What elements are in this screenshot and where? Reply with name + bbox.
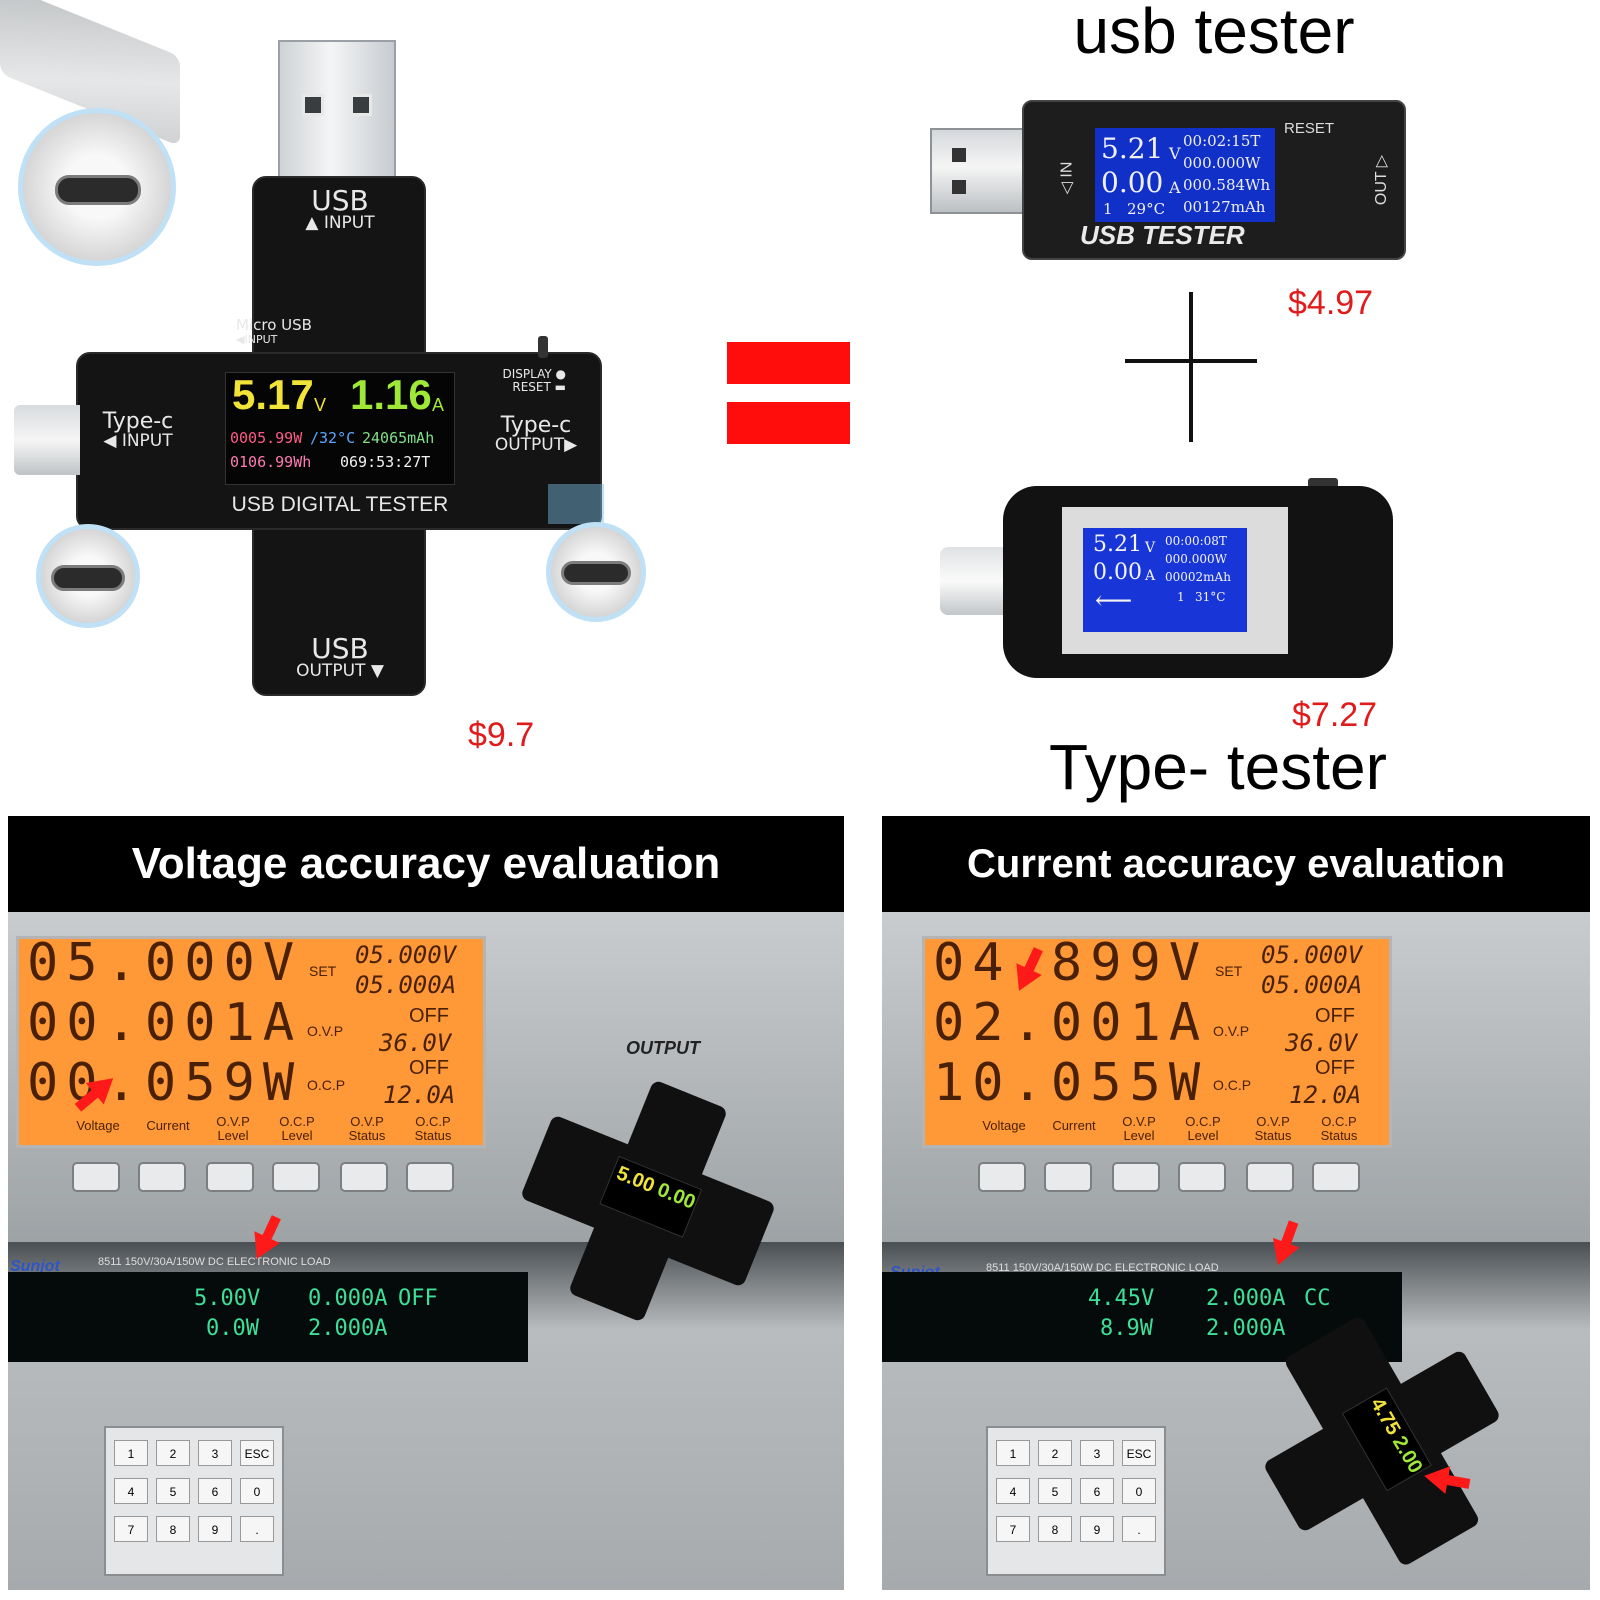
usb-a-plug	[278, 40, 396, 178]
ps-soft-key	[1112, 1162, 1160, 1192]
usb-tester-title: usb tester	[1073, 0, 1355, 67]
lcd-time: 069:53:27T	[340, 453, 431, 471]
type-c-tester-lcd: 5.21 V 0.00 A ⟵ 00:00:08T 000.000W 00002…	[1083, 528, 1247, 632]
current-evaluation-photo: Current accuracy evaluation 04.899V 02.0…	[882, 816, 1590, 1590]
voltage-evaluation-photo: Voltage accuracy evaluation 05.000V 00.0…	[8, 816, 844, 1590]
load-brand: Sunjot	[10, 1258, 60, 1275]
arrow-left-icon: ◁	[1058, 182, 1076, 195]
red-pointer-arrow-icon	[1421, 1462, 1451, 1494]
usb-tester-plug	[930, 128, 1026, 214]
usb-output-label: USB OUTPUT ▼	[296, 632, 384, 682]
load-model: 8511 150V/30A/150W DC ELECTRONIC LOAD	[986, 1262, 1219, 1274]
power-supply-lcd: 05.000V 00.001A 00.059W SET 05.000V 05.0…	[16, 933, 486, 1148]
usb-tester-brand: USB TESTER	[1080, 220, 1245, 250]
usb-tester-price: $4.97	[1288, 284, 1374, 322]
ps-soft-key	[1178, 1162, 1226, 1192]
ps-soft-key	[340, 1162, 388, 1192]
type-c-input-label: Type-c ◀ INPUT	[102, 409, 174, 452]
usb-tester-out-label: OUT ▷	[1373, 154, 1391, 206]
main-tester-price: $9.7	[468, 716, 535, 754]
arrow-left-icon: ◀	[236, 332, 245, 346]
lcd-current-unit: A	[432, 395, 445, 415]
type-c-tester-plug	[940, 547, 1012, 615]
ps-soft-key	[978, 1162, 1026, 1192]
ps-soft-key	[138, 1162, 186, 1192]
panel-title: Voltage accuracy evaluation	[8, 816, 844, 912]
arrow-left-icon: ⟵	[1095, 586, 1133, 616]
ps-soft-key	[72, 1162, 120, 1192]
load-display: 5.00V 0.000A OFF 0.0W 2.000A	[8, 1272, 528, 1362]
micro-usb-port-inset	[18, 108, 176, 266]
power-supply-lcd: 04.899V 02.001A 10.055W SET 05.000V 05.0…	[922, 933, 1392, 1148]
lcd-power: 0005.99W	[230, 429, 303, 447]
lcd-temp: /32°C	[310, 429, 356, 447]
usb-tester-reset-label: RESET	[1284, 120, 1335, 137]
type-c-tester-button[interactable]	[1308, 478, 1338, 488]
type-c-input-port-inset	[36, 524, 140, 628]
usb-input-label: USB ▲ INPUT	[305, 184, 375, 234]
arrow-right-icon: ▶	[564, 435, 578, 456]
ps-soft-key	[406, 1162, 454, 1192]
lcd-voltage: 5.17	[232, 371, 314, 418]
type-c-output-port-inset	[546, 522, 646, 622]
arrow-up-icon: ▲	[305, 213, 319, 234]
arrow-left-icon: ◀	[103, 431, 117, 452]
main-tester-lcd: 5.17 V 1.16 A 0005.99W /32°C 24065mAh 01…	[225, 371, 455, 485]
ps-soft-key	[1044, 1162, 1092, 1192]
ps-output-label: OUTPUT	[626, 1038, 700, 1058]
micro-usb-label: Micro USB ◀INPUT	[236, 316, 312, 346]
type-tester-title: Type- tester	[1049, 731, 1387, 803]
usb-tester-lcd: 5.21 V 0.00 A 1 29°C 00:02:15T 000.000W …	[1095, 128, 1275, 222]
lcd-current: 1.16	[350, 371, 432, 418]
arrow-down-icon: ▼	[370, 661, 384, 682]
panel-title: Current accuracy evaluation	[882, 816, 1590, 912]
display-button[interactable]	[538, 336, 548, 358]
lcd-energy: 0106.99Wh	[230, 453, 312, 471]
usb-tester-in-label: ◁ IN	[1058, 161, 1076, 195]
ps-soft-key	[1312, 1162, 1360, 1192]
type-c-plug	[14, 405, 80, 475]
ps-soft-key	[1246, 1162, 1294, 1192]
tester-brand: USB DIGITAL TESTER	[231, 493, 449, 516]
ps-soft-key	[272, 1162, 320, 1192]
lcd-voltage-unit: V	[314, 395, 327, 415]
ps-soft-key	[206, 1162, 254, 1192]
lcd-capacity: 24065mAh	[362, 429, 435, 447]
arrow-right-icon: ▷	[1373, 154, 1391, 168]
type-tester-price: $7.27	[1292, 696, 1378, 734]
display-reset-labels: DISPLAY ● RESET ▬	[502, 367, 567, 394]
load-model: 8511 150V/30A/150W DC ELECTRONIC LOAD	[98, 1256, 331, 1268]
output-beam	[548, 484, 604, 524]
type-c-output-label: Type-c OUTPUT▶	[494, 413, 578, 456]
